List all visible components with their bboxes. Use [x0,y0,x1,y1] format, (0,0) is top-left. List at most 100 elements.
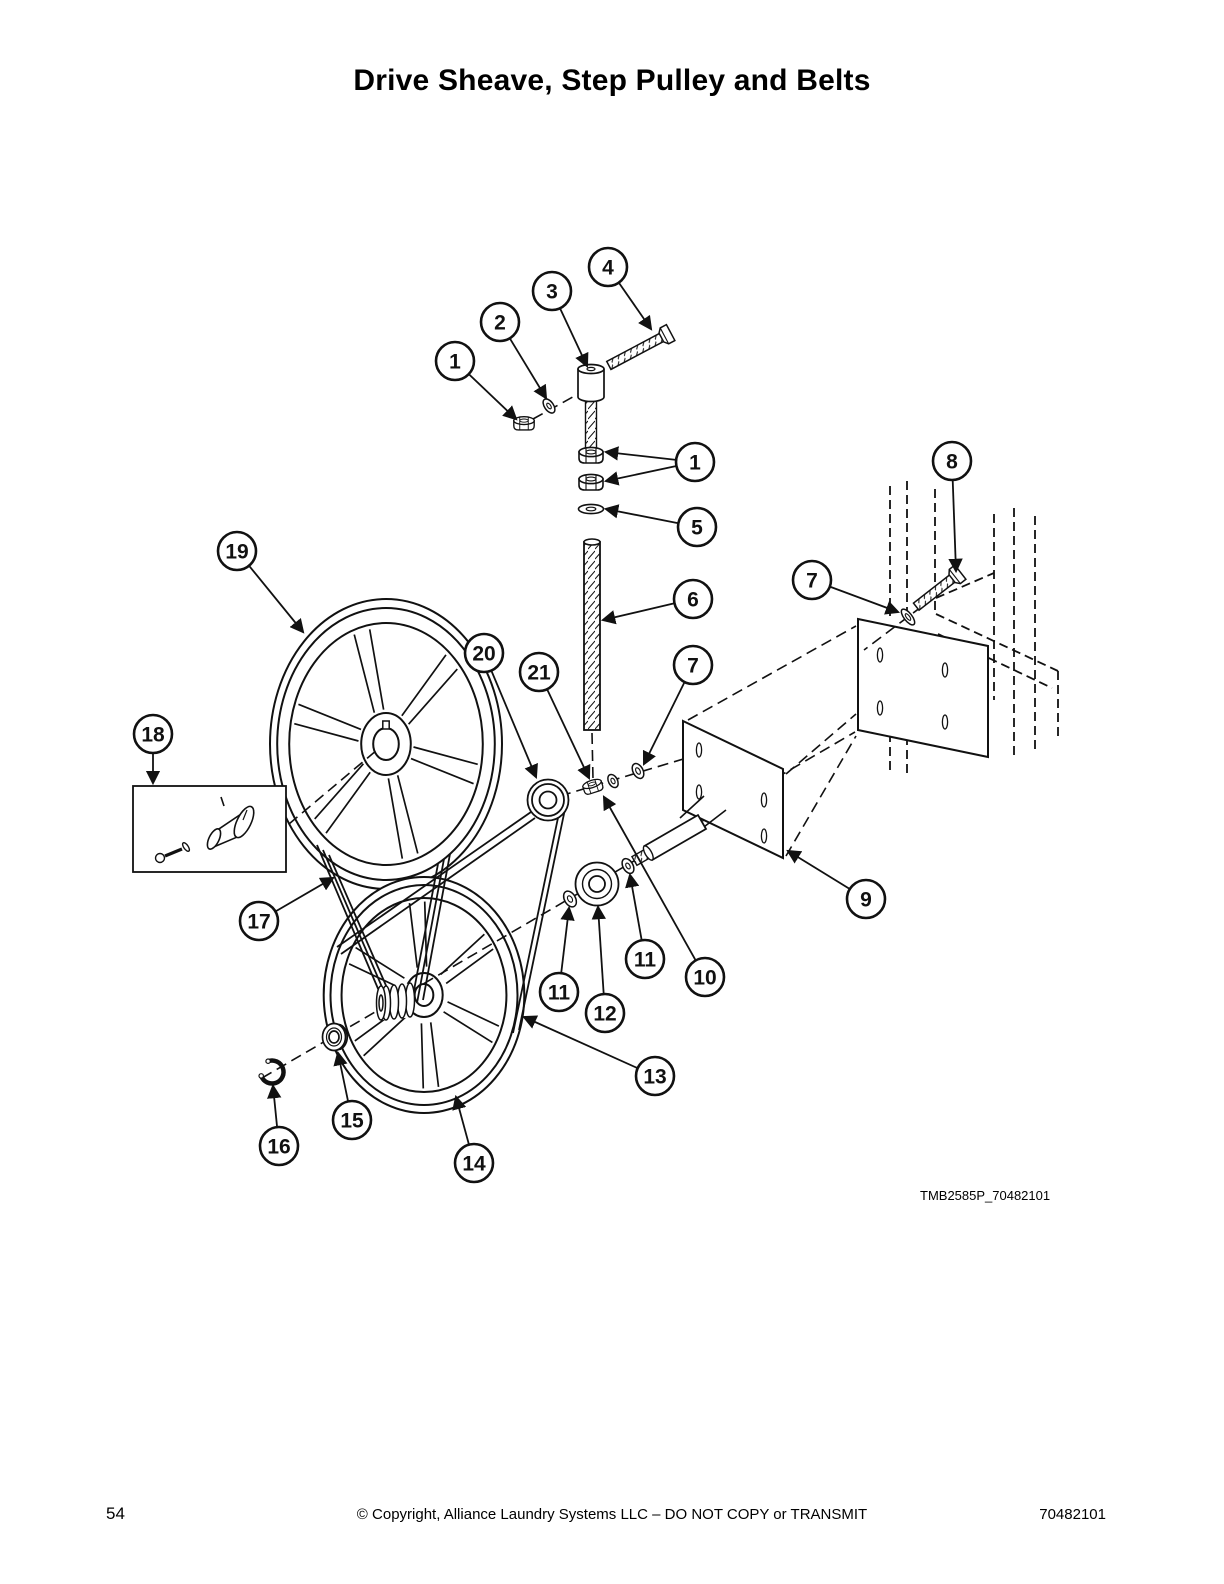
step-pulley-hardware [581,762,645,796]
callout-leader [267,1083,282,1128]
callout-14: 14 [452,1094,495,1184]
figure-code: TMB2585P_70482101 [920,1188,1051,1203]
callout-leader [468,373,518,421]
callout-number: 10 [693,967,716,990]
callout-circle [634,1055,676,1097]
bolt-8 [912,564,967,612]
callout-16: 16 [258,1083,300,1167]
hex-nut-1a [578,446,604,464]
callout-11: 11 [624,872,666,980]
callout-circle [518,651,560,693]
callout-19: 19 [216,530,305,634]
washer-2 [542,398,556,414]
threaded-rod-6 [583,538,601,731]
callout-number: 18 [141,724,165,747]
collar-15 [321,1022,349,1052]
page-title: Drive Sheave, Step Pulley and Belts [353,64,871,97]
callout-circle [132,713,174,755]
callout-leader [591,904,606,995]
callout-7: 7 [642,644,714,766]
callout-15: 15 [331,1050,373,1141]
callout-leader [786,849,851,890]
callout-11: 11 [538,905,580,1013]
callout-leader [829,585,901,615]
taper-bushing [206,796,255,850]
callout-18: 18 [132,713,174,786]
spacer-3 [577,363,605,403]
callout-leader [603,446,677,461]
callout-leader [452,1094,470,1145]
callout-circle [538,971,580,1013]
retaining-ring-16 [258,1058,286,1086]
callout-5: 5 [603,504,718,548]
belt-13 [336,808,566,1034]
callout-number: 13 [643,1066,666,1089]
callout-circle [672,644,714,686]
top-hardware [513,323,676,515]
callout-4: 4 [587,246,653,331]
callout-2: 2 [479,301,548,400]
callout-1: 1 [434,340,518,421]
callout-number: 11 [548,982,571,1005]
callout-circle [676,506,718,548]
callout-circle [531,270,573,312]
callout-circle [479,301,521,343]
callout-circle [216,530,258,572]
callout-circle [453,1142,495,1184]
callout-leader [603,504,679,525]
callout-number: 7 [687,655,699,678]
step-hub-grooves [375,982,416,1021]
callout-leader [333,1050,349,1102]
callout-number: 8 [946,451,958,474]
callout-circle [331,1099,373,1141]
callout-circle [463,632,505,674]
callout-leader [546,688,591,780]
page-footer: 54 © Copyright, Alliance Laundry Systems… [0,1504,1224,1534]
callout-leader [559,307,589,368]
callout-circle [684,956,726,998]
callout-number: 15 [340,1110,364,1133]
callout-10: 10 [602,795,726,998]
frame-mounting-plate [857,617,989,759]
callout-circle [624,938,666,980]
hex-nut-1-left [513,416,535,431]
callout-number: 12 [593,1003,616,1026]
callout-9: 9 [786,849,887,920]
callout-number: 11 [634,949,657,972]
callout-number: 3 [546,281,558,304]
callout-21: 21 [518,651,591,780]
callout-1: 1 [603,441,716,486]
callout-circle [674,441,716,483]
callout-leader [625,872,643,941]
callout-circle [584,992,626,1034]
callout-8: 8 [931,440,973,574]
callout-circle [931,440,973,482]
hex-nut-21 [581,776,605,796]
callout-leader [490,670,538,779]
callout-number: 14 [462,1153,486,1176]
bearing-mount-plate-9 [630,719,784,867]
callout-leader [274,876,335,913]
callout-number: 7 [806,570,818,593]
callout-number: 16 [267,1136,290,1159]
washer-5 [577,503,605,515]
hex-nut-1b [578,473,604,491]
callout-circle [258,1125,300,1167]
callout-3: 3 [531,270,589,368]
callout-17: 17 [238,876,335,942]
callout-leader [522,1015,639,1070]
shaft [630,813,708,867]
belt-17 [316,844,451,1007]
upper-sheave-spokes [294,629,477,858]
callout-leader [948,479,963,574]
callout-circle [238,900,280,942]
washer-7a [900,608,916,626]
callout-circle [791,559,833,601]
callout-leader [618,282,653,331]
inset-box-18 [132,785,287,873]
washer-small [607,773,619,789]
callout-number: 9 [860,889,872,912]
callout-circle [845,878,887,920]
